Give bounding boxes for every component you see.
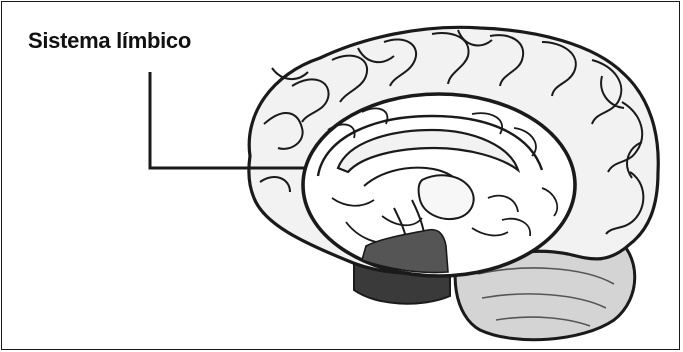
magnifier-circle (303, 94, 575, 276)
